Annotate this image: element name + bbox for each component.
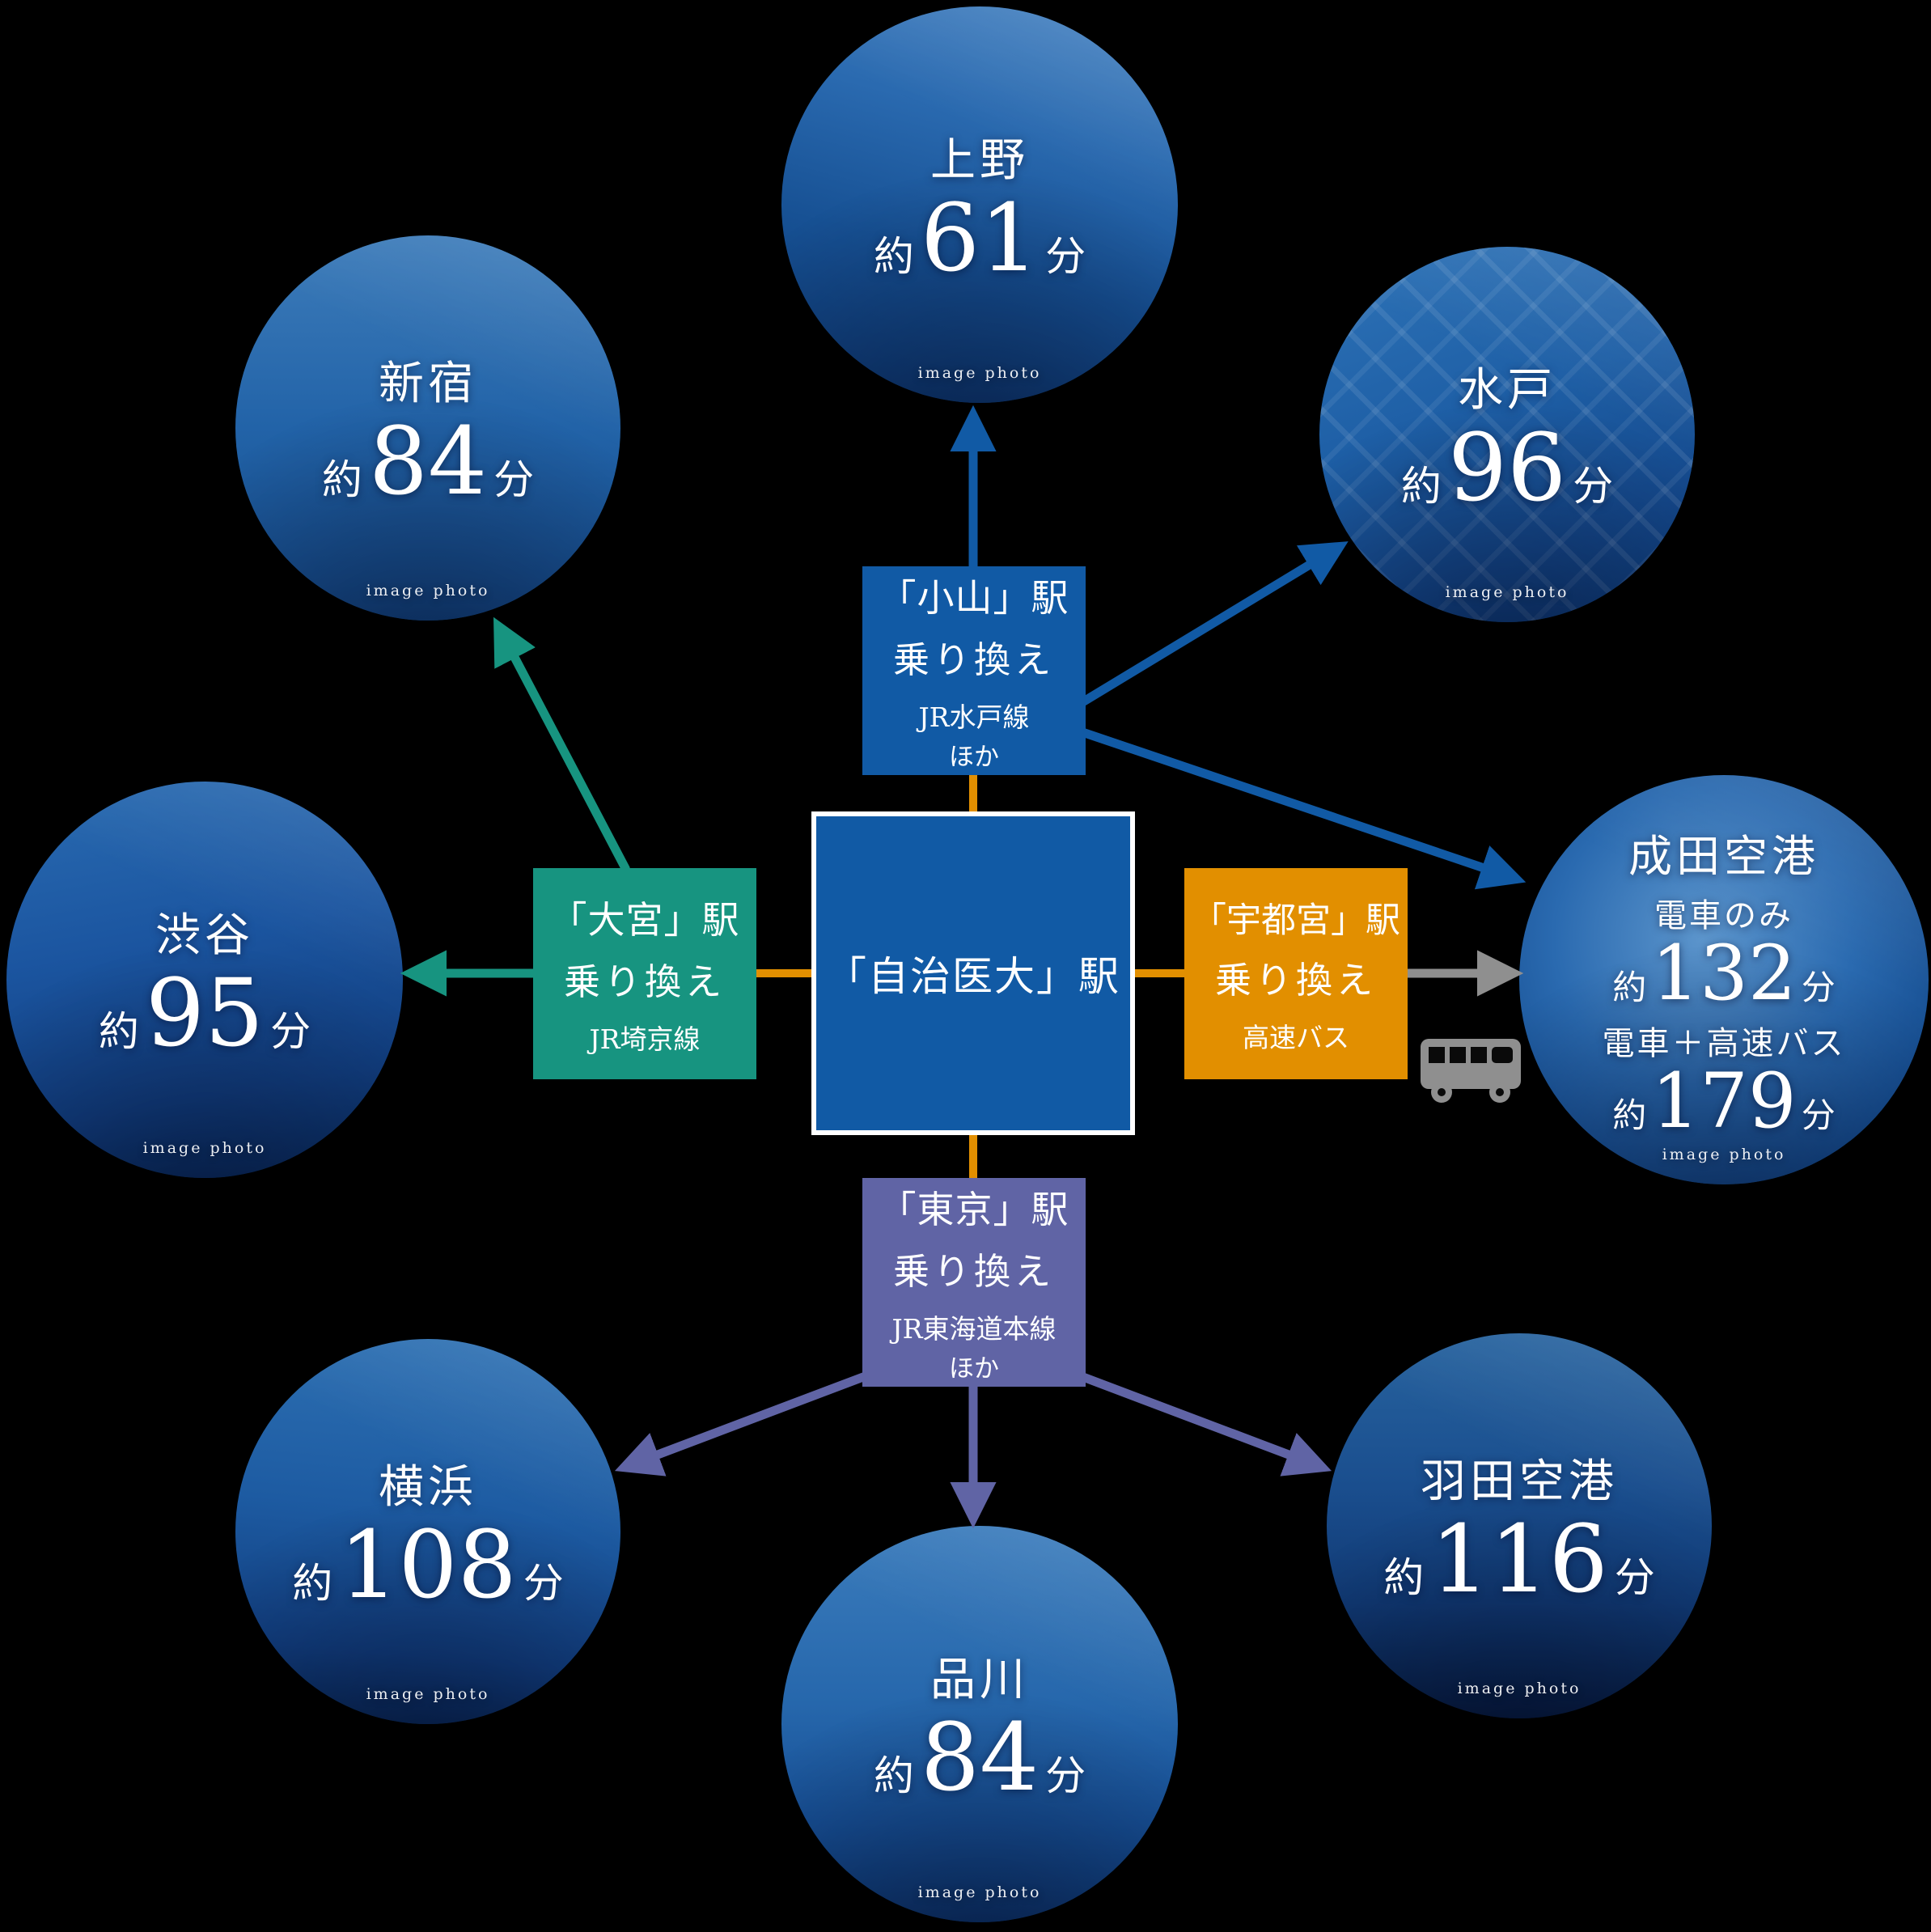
transfer-note: ほか <box>949 1354 999 1383</box>
approx-label: 約 <box>1383 1554 1425 1601</box>
transfer-line: 高速バス <box>1243 1022 1349 1053</box>
transfer-station: 「小山」駅 <box>879 576 1069 620</box>
transfer-station: 「東京」駅 <box>879 1188 1069 1231</box>
destination-time: 約 95 分 <box>99 968 311 1061</box>
image-photo-credit: image photo <box>917 1883 1042 1901</box>
approx-label: 約 <box>873 233 914 280</box>
minutes-value: 179 <box>1651 1057 1797 1146</box>
transfer-station: 「大宮」駅 <box>549 898 740 942</box>
minutes-unit: 分 <box>270 1008 311 1055</box>
transfer-station: 「宇都宮」駅 <box>1192 900 1400 941</box>
minutes-unit: 分 <box>1045 233 1086 280</box>
center-station-label: 「自治医大」駅 <box>826 953 1120 1000</box>
center-station-box: 「自治医大」駅 <box>811 811 1135 1135</box>
destination-name: 上野 <box>930 134 1029 187</box>
destination-haneda-airport: 羽田空港 約 116 分 image photo <box>1327 1333 1712 1718</box>
minutes-unit: 分 <box>493 456 535 503</box>
destination-time: 約 84 分 <box>874 1712 1086 1805</box>
destination-time: 約 84 分 <box>322 416 534 509</box>
route-train-only-label: 電車のみ <box>1654 896 1793 934</box>
minutes-unit: 分 <box>1573 463 1614 510</box>
approx-label: 約 <box>292 1560 333 1607</box>
destination-mito: 水戸 約 96 分 image photo <box>1319 247 1695 622</box>
arrow-to-mito <box>1080 541 1349 706</box>
transfer-box-oyama: 「小山」駅 乗り換え JR水戸線 ほか <box>862 566 1086 775</box>
destination-ueno: 上野 約 61 分 image photo <box>781 6 1178 403</box>
approx-label: 約 <box>1612 967 1647 1007</box>
route-train-bus-label: 電車＋高速バス <box>1602 1024 1846 1062</box>
minutes-value: 116 <box>1430 1506 1608 1614</box>
arrow-to-narita-train <box>1081 727 1527 890</box>
destination-name: 羽田空港 <box>1421 1455 1618 1508</box>
destination-narita-airport: 成田空港 電車のみ 約 132 分 電車＋高速バス 約 179 分 image … <box>1519 775 1929 1184</box>
transfer-line: JR水戸線 <box>918 701 1030 733</box>
destination-name: 渋谷 <box>155 909 254 962</box>
destination-shinagawa: 品川 約 84 分 image photo <box>781 1526 1178 1922</box>
image-photo-credit: image photo <box>917 364 1042 382</box>
image-photo-credit: image photo <box>1662 1146 1786 1163</box>
image-photo-credit: image photo <box>366 582 490 600</box>
destination-shinjuku: 新宿 約 84 分 image photo <box>235 235 620 621</box>
minutes-value: 61 <box>920 184 1040 293</box>
approx-label: 約 <box>321 456 362 503</box>
transfer-box-tokyo: 「東京」駅 乗り換え JR東海道本線 ほか <box>862 1178 1086 1387</box>
transfer-note: ほか <box>949 743 999 772</box>
minutes-unit: 分 <box>1614 1554 1655 1601</box>
minutes-unit: 分 <box>1801 967 1836 1007</box>
image-photo-credit: image photo <box>142 1139 267 1157</box>
destination-name: 新宿 <box>379 358 477 410</box>
transfer-action: 乗り換え <box>892 638 1055 681</box>
transfer-box-omiya: 「大宮」駅 乗り換え JR埼京線 <box>533 868 756 1079</box>
image-photo-credit: image photo <box>1445 583 1569 601</box>
transfer-action: 乗り換え <box>1214 959 1377 1002</box>
transfer-action: 乗り換え <box>563 960 726 1003</box>
destination-name: 成田空港 <box>1628 830 1819 882</box>
arrow-to-shinjuku <box>493 616 630 872</box>
destination-name: 横浜 <box>379 1461 477 1514</box>
transfer-line: JR東海道本線 <box>891 1313 1057 1345</box>
minutes-unit: 分 <box>523 1560 564 1607</box>
destination-time: 約 61 分 <box>874 193 1086 286</box>
approx-label: 約 <box>873 1752 914 1799</box>
minutes-value: 132 <box>1651 929 1797 1018</box>
minutes-value: 108 <box>339 1511 517 1620</box>
destination-time-train: 約 132 分 <box>1612 929 1836 1018</box>
approx-label: 約 <box>98 1008 139 1055</box>
transfer-box-utsunomiya: 「宇都宮」駅 乗り換え 高速バス <box>1184 868 1408 1079</box>
minutes-unit: 分 <box>1801 1095 1836 1135</box>
minutes-unit: 分 <box>1045 1752 1086 1799</box>
bus-icon <box>1421 1039 1521 1103</box>
destination-name: 品川 <box>930 1654 1029 1706</box>
image-photo-credit: image photo <box>1457 1680 1582 1697</box>
destination-name: 水戸 <box>1458 364 1556 417</box>
destination-yokohama: 横浜 約 108 分 image photo <box>235 1339 620 1724</box>
minutes-value: 84 <box>920 1704 1040 1812</box>
minutes-value: 96 <box>1447 414 1567 523</box>
minutes-value: 95 <box>145 960 265 1068</box>
approx-label: 約 <box>1400 463 1442 510</box>
destination-time: 約 96 分 <box>1401 422 1613 515</box>
destination-shibuya: 渋谷 約 95 分 image photo <box>6 782 403 1178</box>
destination-time-bus: 約 179 分 <box>1612 1057 1836 1146</box>
approx-label: 約 <box>1612 1095 1647 1135</box>
transfer-line: JR埼京線 <box>589 1023 701 1055</box>
destination-time: 約 116 分 <box>1383 1514 1655 1607</box>
image-photo-credit: image photo <box>366 1685 490 1703</box>
minutes-value: 84 <box>368 408 488 516</box>
transfer-action: 乗り換え <box>892 1250 1055 1293</box>
destination-time: 約 108 分 <box>292 1519 564 1612</box>
